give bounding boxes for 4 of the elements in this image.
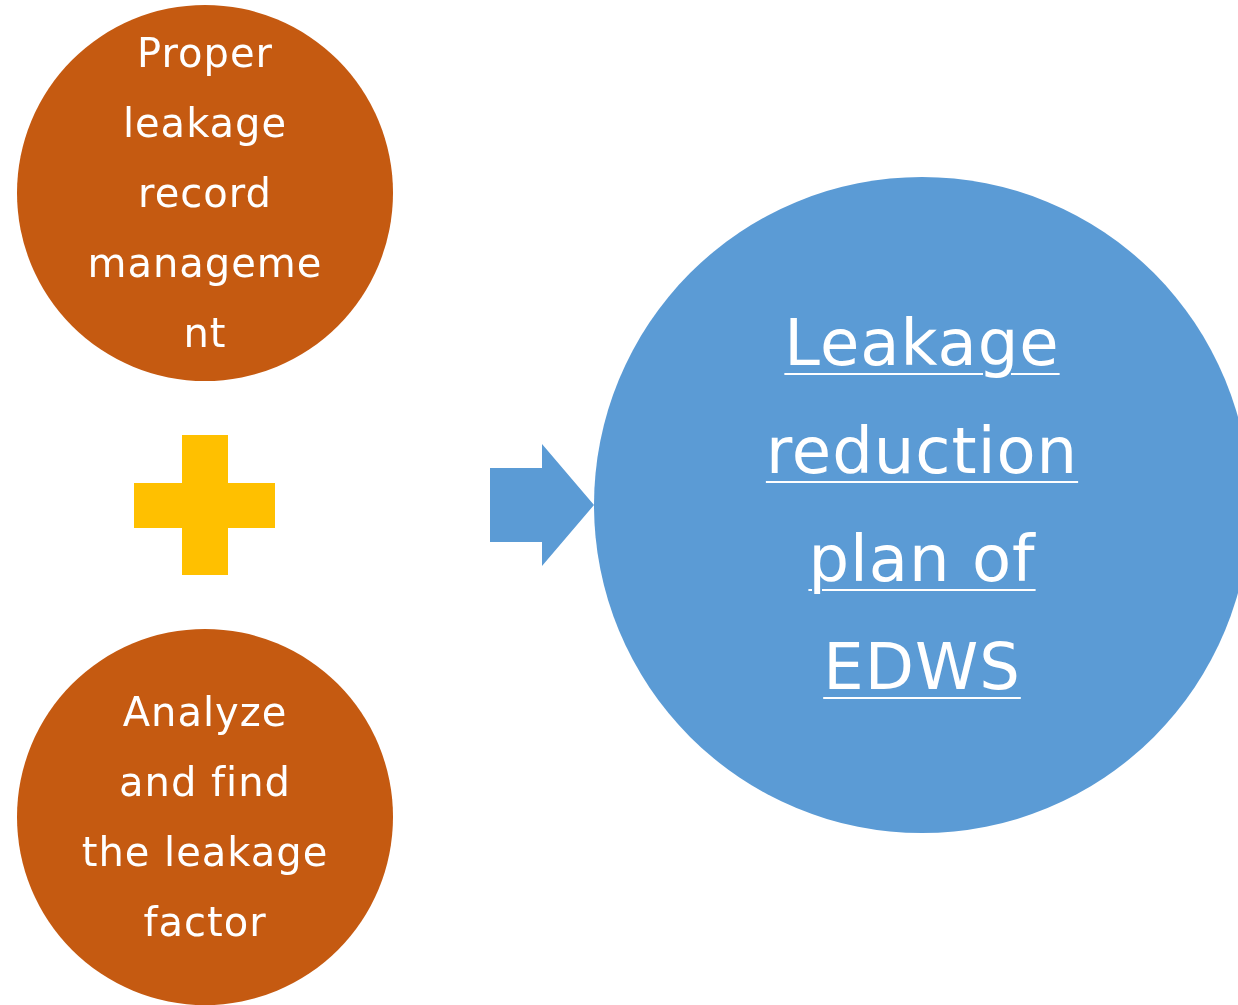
- node-label: Analyze and find the leakage factor: [80, 688, 330, 947]
- node-label: Leakage reduction plan of EDWS: [764, 305, 1080, 706]
- node-label: Proper leakage record management: [86, 29, 324, 358]
- block-arrow: [490, 444, 594, 566]
